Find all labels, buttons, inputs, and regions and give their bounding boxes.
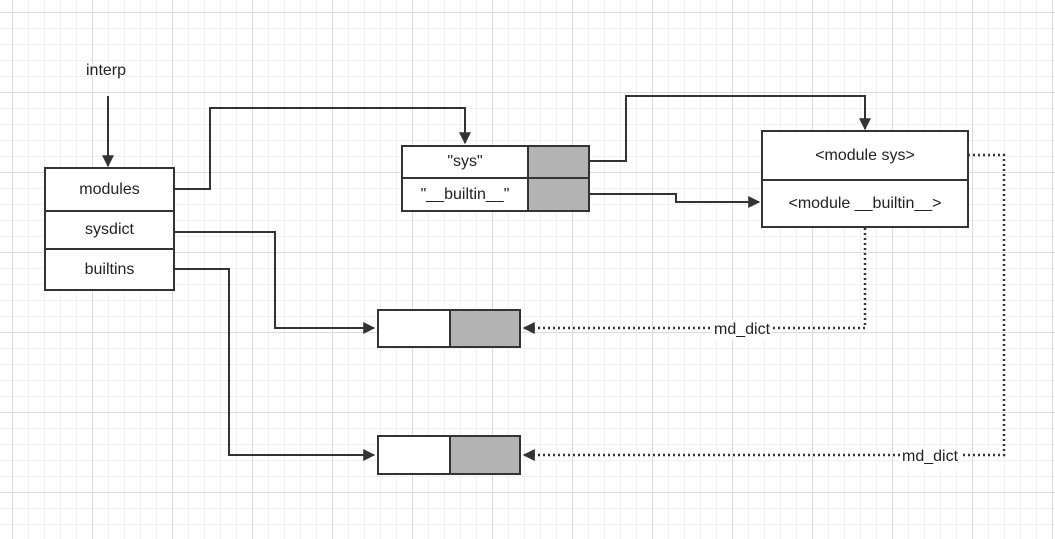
dict-value-builtin — [527, 177, 590, 212]
interp-field-sysdict: sysdict — [44, 210, 175, 250]
md-dict-label: md_dict — [900, 447, 961, 467]
module-sys-box: <module sys> — [761, 130, 969, 181]
interp-field-builtins: builtins — [44, 248, 175, 291]
key-label: "sys" — [447, 153, 483, 170]
sys-dict-value-cell — [449, 309, 521, 348]
dict-key-sys: "sys" — [401, 145, 529, 179]
modules-to-dict-edge — [174, 107, 471, 190]
sys-dict-key-cell — [377, 309, 451, 348]
interp-label: interp — [86, 62, 127, 79]
module-label: <module sys> — [815, 146, 915, 164]
field-label: sysdict — [85, 221, 134, 238]
builtin-module-md-dict-edge — [522, 228, 867, 334]
builtins-to-dict-edge — [174, 268, 376, 461]
builtins-dict-value-cell — [449, 435, 521, 475]
field-label: builtins — [84, 260, 135, 278]
key-label: "__builtin__" — [420, 185, 510, 203]
builtins-dict-key-cell — [377, 435, 451, 475]
md-dict-label: md_dict — [712, 320, 773, 340]
interp-field-modules: modules — [44, 167, 175, 212]
dict-key-builtin: "__builtin__" — [401, 177, 529, 212]
module-builtin-box: <module __builtin__> — [761, 179, 969, 228]
sysdict-to-dict-edge — [174, 231, 376, 334]
builtin-value-to-module-edge — [589, 193, 761, 208]
field-label: modules — [79, 180, 140, 198]
sys-value-to-module-edge — [589, 95, 871, 162]
module-label: <module __builtin__> — [788, 194, 942, 212]
dict-value-sys — [527, 145, 590, 179]
sys-module-md-dict-edge — [522, 153, 1006, 461]
